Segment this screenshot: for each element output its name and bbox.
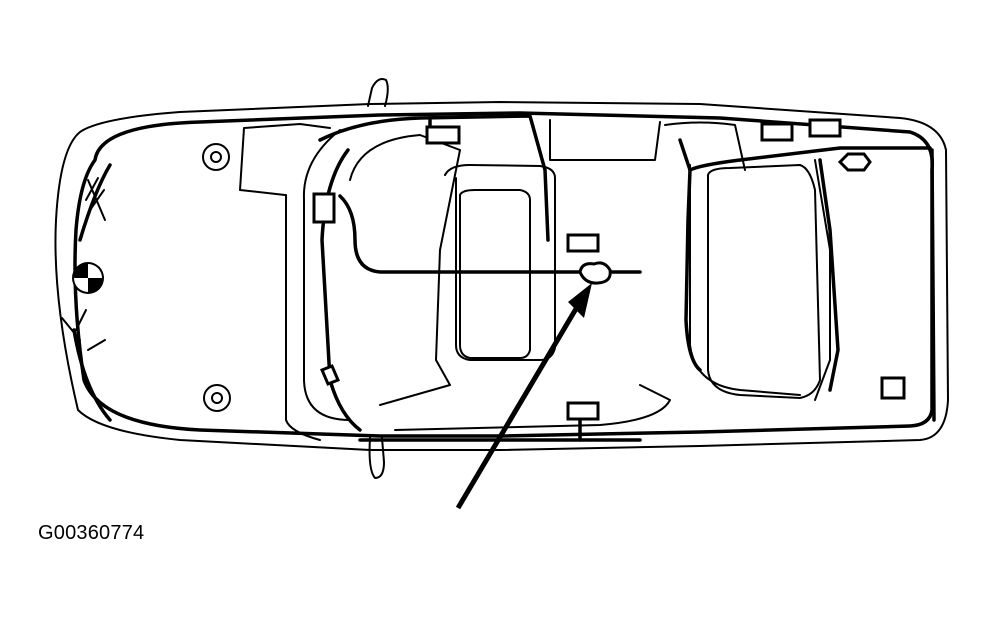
left-mirror <box>367 78 389 107</box>
connector-8 <box>880 376 906 400</box>
roof-center-connector <box>578 261 612 285</box>
wiring-harness <box>318 114 936 442</box>
connector-4 <box>760 122 794 142</box>
connector-3 <box>566 233 600 253</box>
trunk-region <box>61 143 231 422</box>
callout-arrow <box>455 283 592 510</box>
connector-1 <box>425 125 461 145</box>
figure-caption: G00360774 <box>38 522 145 544</box>
connector-6 <box>837 152 872 172</box>
connector-2 <box>312 192 336 224</box>
connectors <box>312 118 906 421</box>
connector-7 <box>566 401 600 421</box>
vehicle-body-outline <box>54 101 949 451</box>
connector-5 <box>808 118 842 138</box>
connector-9 <box>320 364 340 386</box>
cabin-frame <box>239 119 831 441</box>
right-mirror <box>368 437 385 479</box>
